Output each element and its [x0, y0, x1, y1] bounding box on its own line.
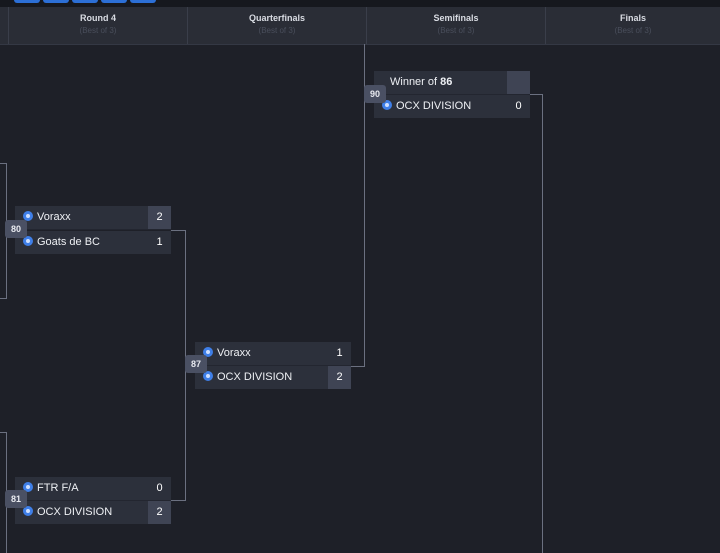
bracket-connector — [171, 230, 185, 231]
round-header-finals: Finals (Best of 3) — [545, 7, 720, 44]
bracket-connector — [530, 94, 542, 95]
toolbar-button-4[interactable] — [101, 0, 127, 3]
match-90-team-2-row[interactable]: OCX DIVISION 0 — [374, 95, 530, 118]
team-score: 2 — [328, 366, 351, 389]
toolbar-button-5[interactable] — [130, 0, 156, 3]
team-logo-icon — [23, 211, 33, 221]
match-80-team-2-row[interactable]: Goats de BC 1 — [15, 231, 171, 254]
team-score: 2 — [148, 501, 171, 524]
round-title: Semifinals — [433, 13, 479, 23]
winner-of-placeholder: Winner of 86 — [390, 76, 453, 88]
bracket-connector — [542, 94, 543, 553]
round-title: Quarterfinals — [248, 13, 306, 23]
bracket-connector — [0, 432, 6, 433]
team-name: OCX DIVISION — [203, 366, 292, 389]
team-logo-icon — [203, 347, 213, 357]
round-header-semifinals: Semifinals (Best of 3) — [366, 7, 545, 44]
bracket-connector — [0, 163, 6, 164]
round-header-quarterfinals: Quarterfinals (Best of 3) — [187, 7, 366, 44]
team-logo-icon — [382, 100, 392, 110]
match-number-badge: 90 — [364, 85, 386, 103]
match-81-team-1-row[interactable]: FTR F/A 0 — [15, 477, 171, 501]
match-90-team-1-row[interactable]: Winner of 86 — [374, 71, 530, 95]
bracket-connector — [171, 500, 186, 501]
rounds-header: Round 4 (Best of 3) Quarterfinals (Best … — [0, 7, 720, 45]
team-name: OCX DIVISION — [23, 501, 112, 524]
team-name: FTR F/A — [23, 477, 79, 500]
round-subtitle: (Best of 3) — [258, 26, 296, 35]
team-logo-icon — [203, 371, 213, 381]
team-name: OCX DIVISION — [382, 95, 471, 118]
round-subtitle: (Best of 3) — [614, 26, 652, 35]
bracket-connector — [0, 298, 6, 299]
match-number-badge: 81 — [5, 490, 27, 508]
match-number-badge: 80 — [5, 220, 27, 238]
team-logo-icon — [23, 482, 33, 492]
match-number-badge: 87 — [185, 355, 207, 373]
team-name: Goats de BC — [23, 231, 100, 254]
team-name: Voraxx — [203, 342, 251, 365]
match-80-team-1-row[interactable]: Voraxx 2 — [15, 206, 171, 230]
round-subtitle: (Best of 3) — [437, 26, 475, 35]
team-logo-icon — [23, 506, 33, 516]
team-score: 1 — [336, 347, 343, 359]
round-title: Round 4 — [80, 13, 116, 23]
top-toolbar — [0, 0, 720, 7]
team-score: 0 — [156, 482, 163, 494]
toolbar-button-2[interactable] — [43, 0, 69, 3]
team-score: 1 — [156, 236, 163, 248]
match-81-team-2-row[interactable]: OCX DIVISION 2 — [15, 501, 171, 524]
bracket-connector — [364, 44, 365, 367]
toolbar-button-3[interactable] — [72, 0, 98, 3]
match-87-team-2-row[interactable]: OCX DIVISION 2 — [195, 366, 351, 389]
toolbar-button-1[interactable] — [14, 0, 40, 3]
team-logo-icon — [23, 236, 33, 246]
match-87-team-1-row[interactable]: Voraxx 1 — [195, 342, 351, 366]
round-subtitle: (Best of 3) — [79, 26, 117, 35]
round-header-round-4: Round 4 (Best of 3) — [8, 7, 187, 44]
bracket-connector — [351, 366, 364, 367]
team-name: Voraxx — [23, 206, 71, 229]
team-score: 0 — [515, 100, 522, 112]
team-score-empty — [507, 71, 530, 94]
team-score: 2 — [148, 206, 171, 229]
round-title: Finals — [619, 13, 646, 23]
